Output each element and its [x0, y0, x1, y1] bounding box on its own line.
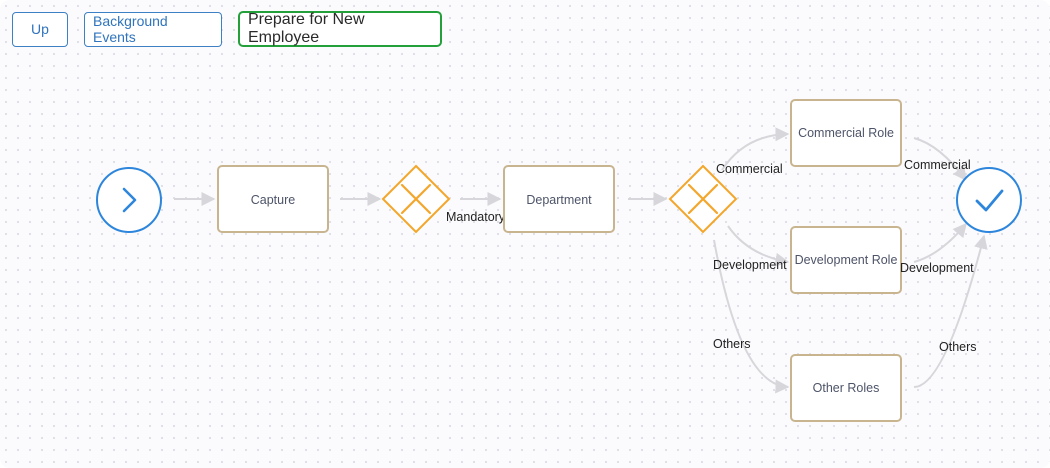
edge-label-commercial-out: Commercial — [904, 158, 971, 172]
sequence-flows — [174, 127, 988, 394]
start-event[interactable] — [96, 167, 162, 233]
task-department[interactable]: Department — [503, 165, 615, 233]
task-other-roles-label: Other Roles — [813, 381, 880, 395]
task-commercial-role-label: Commercial Role — [798, 126, 894, 140]
checkmark-icon — [975, 189, 1004, 212]
task-development-role-label: Development Role — [795, 253, 898, 267]
flow-others-end[interactable] — [913, 234, 988, 388]
x-icon — [687, 183, 719, 215]
flow-gateway-commercial[interactable] — [721, 127, 790, 171]
up-button[interactable]: Up — [12, 11, 68, 47]
flow-commercial-end[interactable] — [913, 137, 967, 182]
chevron-right-icon — [122, 187, 137, 213]
flow-development-end[interactable] — [913, 222, 967, 263]
exclusive-gateway-1[interactable] — [381, 164, 451, 234]
flow-gateway-others[interactable] — [713, 239, 790, 394]
edge-label-mandatory: Mandatory — [446, 210, 506, 224]
edge-label-others-in: Others — [713, 337, 751, 351]
task-development-role[interactable]: Development Role — [790, 226, 902, 294]
edge-label-others-out: Others — [939, 340, 977, 354]
edge-label-development-out: Development — [900, 261, 974, 275]
background-events-button[interactable]: Background Events — [84, 11, 222, 47]
flow-gateway-development[interactable] — [727, 225, 790, 267]
exclusive-gateway-2[interactable] — [668, 164, 738, 234]
end-event[interactable] — [956, 167, 1022, 233]
task-department-label: Department — [526, 193, 592, 207]
process-title-button[interactable]: Prepare for New Employee — [238, 11, 442, 47]
task-commercial-role[interactable]: Commercial Role — [790, 99, 902, 167]
edge-label-development-in: Development — [713, 258, 787, 272]
task-capture[interactable]: Capture — [217, 165, 329, 233]
edge-label-commercial-in: Commercial — [716, 162, 783, 176]
x-icon — [400, 183, 432, 215]
toolbar: Up Background Events Prepare for New Emp… — [12, 11, 442, 47]
task-capture-label: Capture — [251, 193, 296, 207]
task-other-roles[interactable]: Other Roles — [790, 354, 902, 422]
